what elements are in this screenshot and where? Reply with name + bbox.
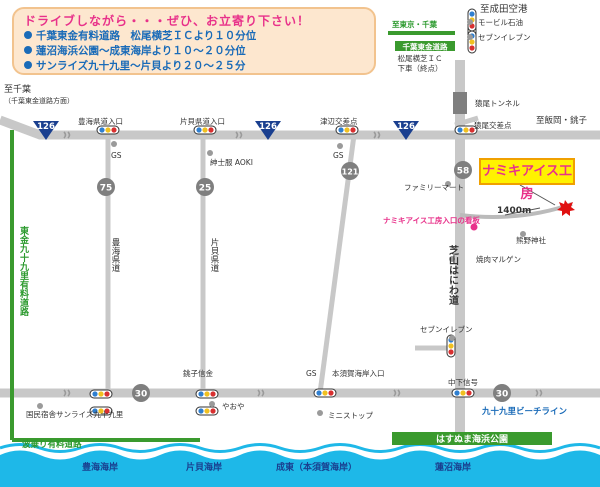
signboard-label: ナミキアイス工房入口の看板 — [383, 215, 480, 225]
intersection-tsube: 津辺交差点 — [320, 116, 358, 126]
signal — [451, 388, 475, 398]
intersection-katakai: 片貝県道入口 — [180, 116, 225, 126]
dir-chiba: 至千葉 — [4, 83, 31, 95]
bullet-icon — [24, 31, 32, 39]
signal — [193, 125, 217, 135]
landmark-kumano: 熊野神社 — [516, 235, 546, 245]
route-126-shield-2: 126 — [255, 121, 281, 140]
intersection-choshi-shinkin: 銚子信金 — [183, 368, 213, 378]
shibayama-hani-road: 芝山はにわ道 — [447, 244, 459, 306]
route-126-shield-3: 126 — [393, 121, 419, 140]
coast-naruto: 成東（本須賀海岸） — [276, 461, 357, 473]
svg-text:58: 58 — [457, 167, 470, 177]
landmark-yaoya: やおや — [222, 402, 245, 411]
svg-text:30: 30 — [135, 390, 148, 400]
landmark-seven-2: セブンイレブン — [420, 324, 473, 334]
route-30-marker-2: 30 — [493, 384, 511, 402]
info-title: ドライブしながら・・・ぜひ、お立寄り下さい！ — [24, 14, 311, 28]
landmark-ministop: ミニストップ — [328, 411, 373, 420]
info-box: ドライブしながら・・・ぜひ、お立寄り下さい！ 千葉東金有料道路 松尾横芝ＩＣより… — [12, 7, 376, 75]
landmark-mobil: モービル石油 — [478, 17, 523, 27]
route-info-1: 千葉東金有料道路 松尾横芝ＩＣより１０分位 — [24, 29, 364, 44]
signal — [335, 125, 359, 135]
toll-road-exit-sub: 下車（終点） — [398, 63, 443, 73]
gs-3: GS — [306, 369, 317, 378]
signal — [195, 389, 219, 399]
dir-chiba-sub: （千葉東金道路方面） — [4, 96, 74, 105]
intersection-saruo: 猿尾交差点 — [474, 120, 512, 130]
gs-1: GS — [111, 151, 122, 160]
route-info-3: サンライズ九十九里～片貝より２０～２５分 — [24, 59, 364, 74]
park-badge — [392, 432, 552, 445]
distance-arrow — [504, 207, 541, 216]
route-info-2: 蓮沼海浜公園～成東海岸より１０～２０分位 — [24, 44, 364, 59]
route-126-shield: 126 — [33, 121, 59, 140]
svg-text:126: 126 — [37, 122, 55, 132]
shop-pointer — [519, 184, 556, 206]
dir-narita: 至成田空港 — [480, 3, 528, 15]
route-25-marker: 25 — [196, 178, 214, 196]
coast-toyomi: 豊海海岸 — [82, 461, 118, 473]
toyomi-road-label: 豊海県道 — [110, 237, 120, 272]
signal — [89, 389, 113, 399]
svg-text:121: 121 — [342, 168, 359, 177]
route-30-marker: 30 — [132, 384, 150, 402]
signboard-marker — [470, 223, 478, 231]
bullet-icon — [24, 46, 32, 54]
toll-road-badge — [395, 41, 455, 51]
shop-label[interactable]: ナミキアイス工房 — [479, 158, 575, 202]
route-58-marker: 58 — [454, 161, 472, 179]
distance-label: 1400m — [497, 206, 531, 216]
road-koda — [454, 115, 479, 128]
landmark-yakiniku: 焼肉マルゲン — [476, 254, 521, 264]
svg-text:126: 126 — [397, 122, 415, 132]
bullet-icon — [24, 61, 32, 69]
katakai-road-label: 片貝県道 — [209, 237, 219, 272]
landmark-aoki: 紳士服 AOKI — [210, 157, 253, 167]
landmark-kokuminshukusha: 国民宿舎サンライズ九十九里 — [26, 409, 124, 419]
tunnel-label: 猿尾トンネル — [475, 98, 520, 108]
coast-hasunuma: 蓮沼海岸 — [435, 461, 471, 473]
shop-star-icon — [557, 200, 575, 216]
road-126 — [0, 115, 600, 140]
signal — [195, 406, 219, 416]
svg-text:126: 126 — [259, 122, 277, 132]
svg-text:千葉東金道路: 千葉東金道路 — [403, 42, 448, 52]
coast-katakai: 片貝海岸 — [186, 461, 222, 473]
park-label: はすぬま海浜公園 — [436, 433, 508, 445]
intersection-motosuka: 本須賀海岸入口 — [332, 368, 385, 378]
route-75-marker: 75 — [97, 178, 115, 196]
gs-2: GS — [333, 151, 344, 160]
svg-text:25: 25 — [199, 184, 212, 194]
svg-text:75: 75 — [100, 184, 113, 194]
vertical-toll-label: 東金九十九里有料道路 — [18, 225, 30, 317]
dir-iioka-choshi: 至飯岡・銚子 — [536, 115, 588, 126]
signal — [313, 388, 337, 398]
route-121-marker: 121 — [341, 162, 359, 180]
intersection-nakashita: 中下信号 — [448, 377, 478, 387]
signal — [96, 125, 120, 135]
svg-text:30: 30 — [496, 390, 509, 400]
sea — [0, 450, 600, 487]
namiki-toll-label: 波乗り有料道路 — [22, 439, 82, 450]
dir-tokyo-chiba: 至東京・千葉 — [392, 19, 437, 29]
beach-line-label: 九十九里ビーチライン — [481, 406, 568, 417]
tunnel — [453, 92, 467, 114]
toll-road-exit: 松尾横芝ＩＣ — [398, 53, 443, 63]
landmark-familymart: ファミリーマート — [404, 183, 464, 192]
intersection-toyomi: 豊海県道入口 — [78, 116, 123, 126]
landmark-seven-1: セブンイレブン — [478, 32, 531, 42]
